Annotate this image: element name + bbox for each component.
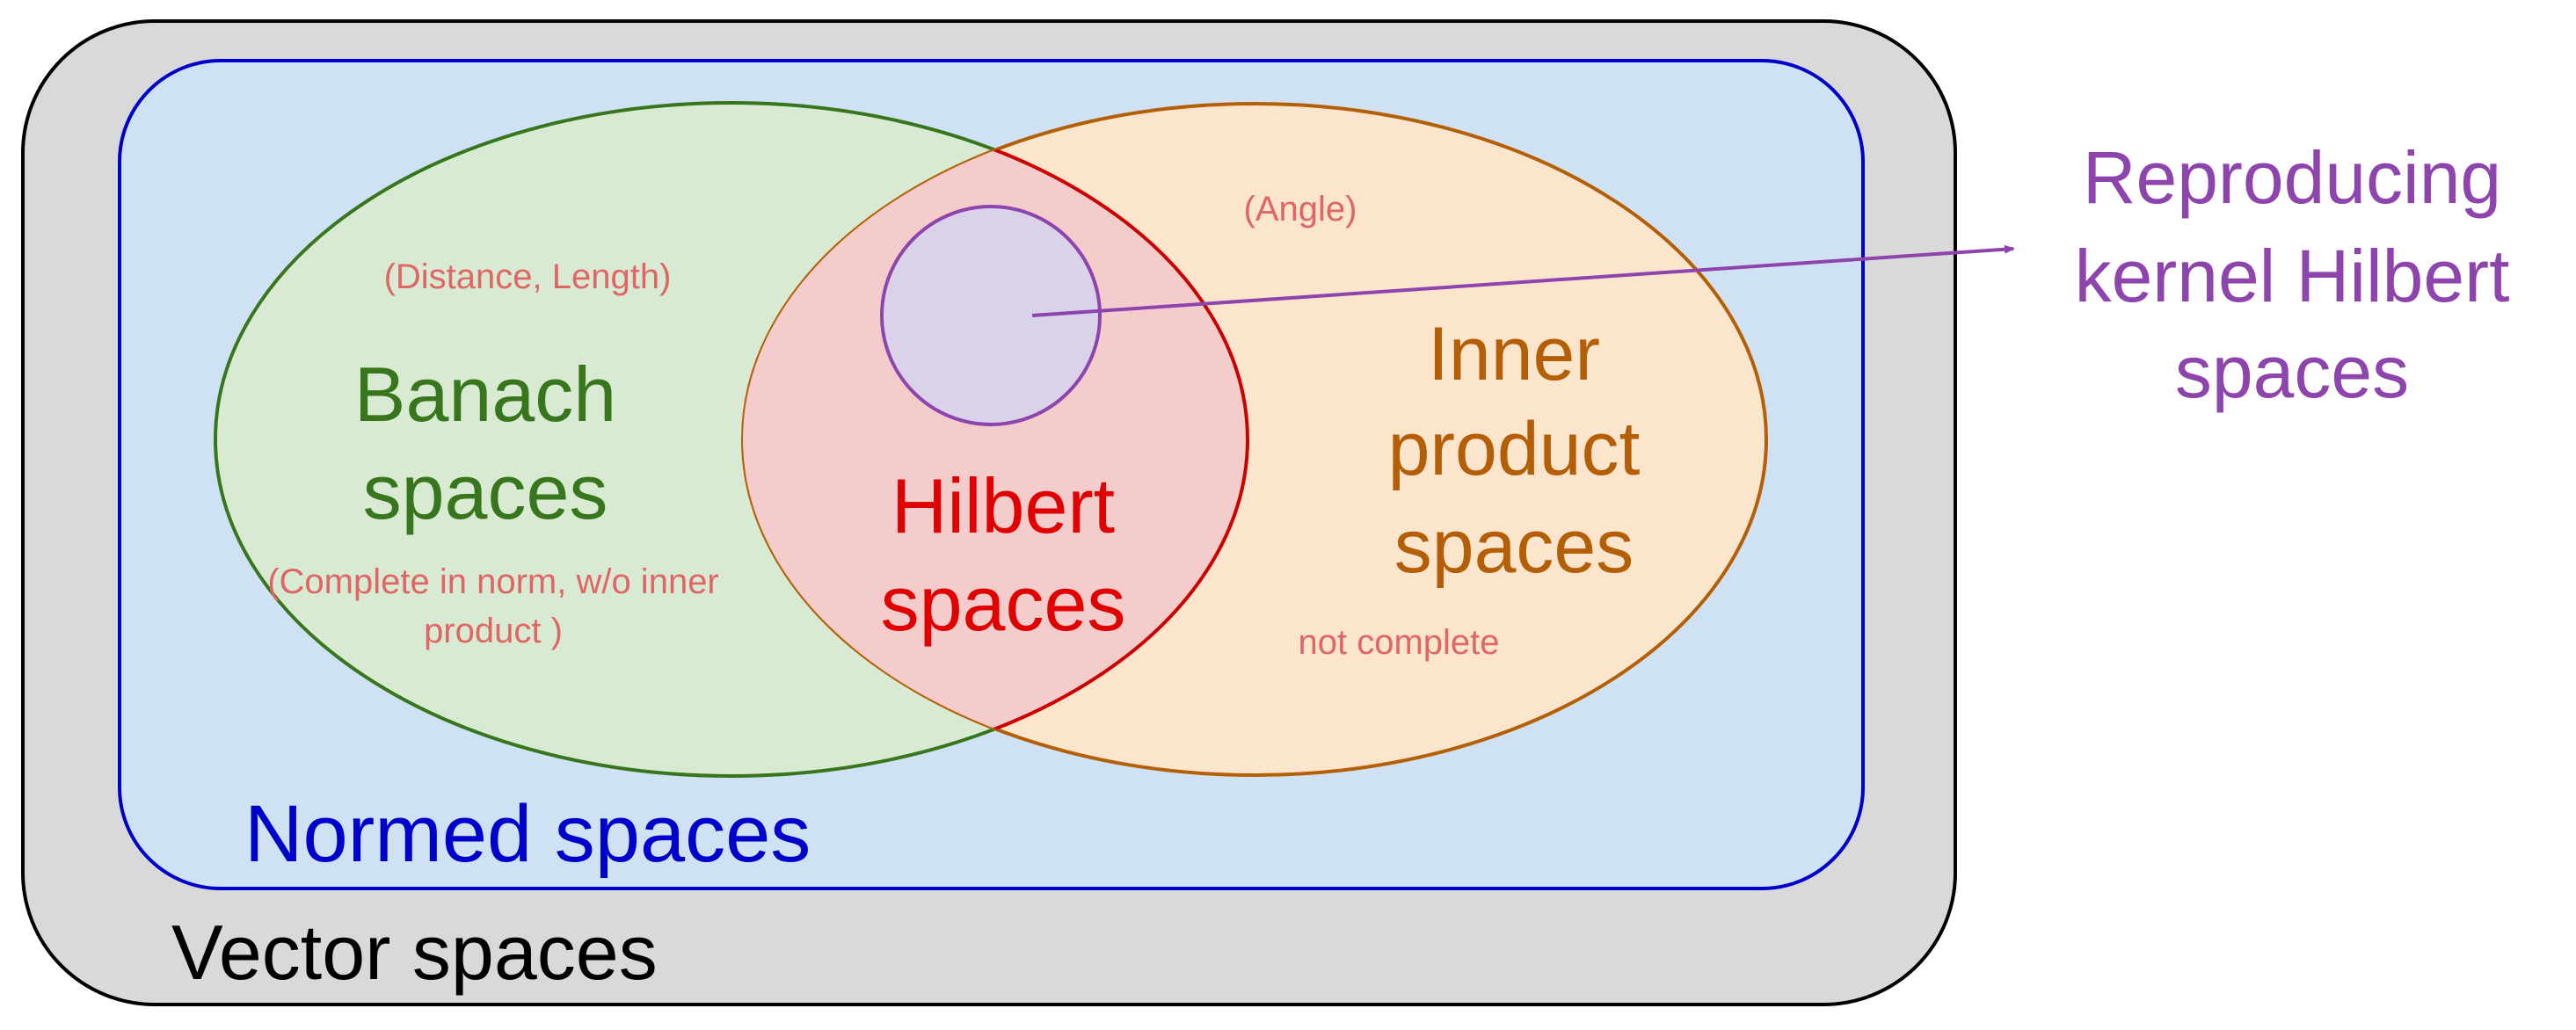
rkhs-circle	[880, 205, 1102, 426]
vector-spaces-label: Vector spaces	[171, 909, 658, 996]
banach-label-line1: Banach	[354, 351, 616, 438]
complete-in-norm-annotation-line2: product )	[424, 612, 563, 650]
not-complete-annotation: not complete	[1298, 623, 1499, 662]
angle-annotation: (Angle)	[1244, 190, 1357, 228]
normed-spaces-label: Normed spaces	[244, 789, 811, 879]
rkhs-label-line1: Reproducing	[2083, 136, 2501, 219]
distance-length-annotation: (Distance, Length)	[384, 258, 672, 296]
inner-product-label-line2: product	[1388, 407, 1641, 491]
rkhs-arrow	[1031, 244, 2015, 317]
rkhs-label-line2: kernel Hilbert	[2075, 235, 2510, 317]
hilbert-label-line2: spaces	[881, 560, 1126, 647]
complete-in-norm-annotation-line1: (Complete in norm, w/o inner	[267, 562, 719, 601]
hilbert-label-line1: Hilbert	[891, 462, 1115, 549]
banach-label-line2: spaces	[363, 448, 608, 535]
inner-product-label-line3: spaces	[1394, 504, 1634, 589]
inner-product-label-line1: Inner	[1428, 312, 1600, 396]
rkhs-label-line3: spaces	[2175, 330, 2409, 413]
